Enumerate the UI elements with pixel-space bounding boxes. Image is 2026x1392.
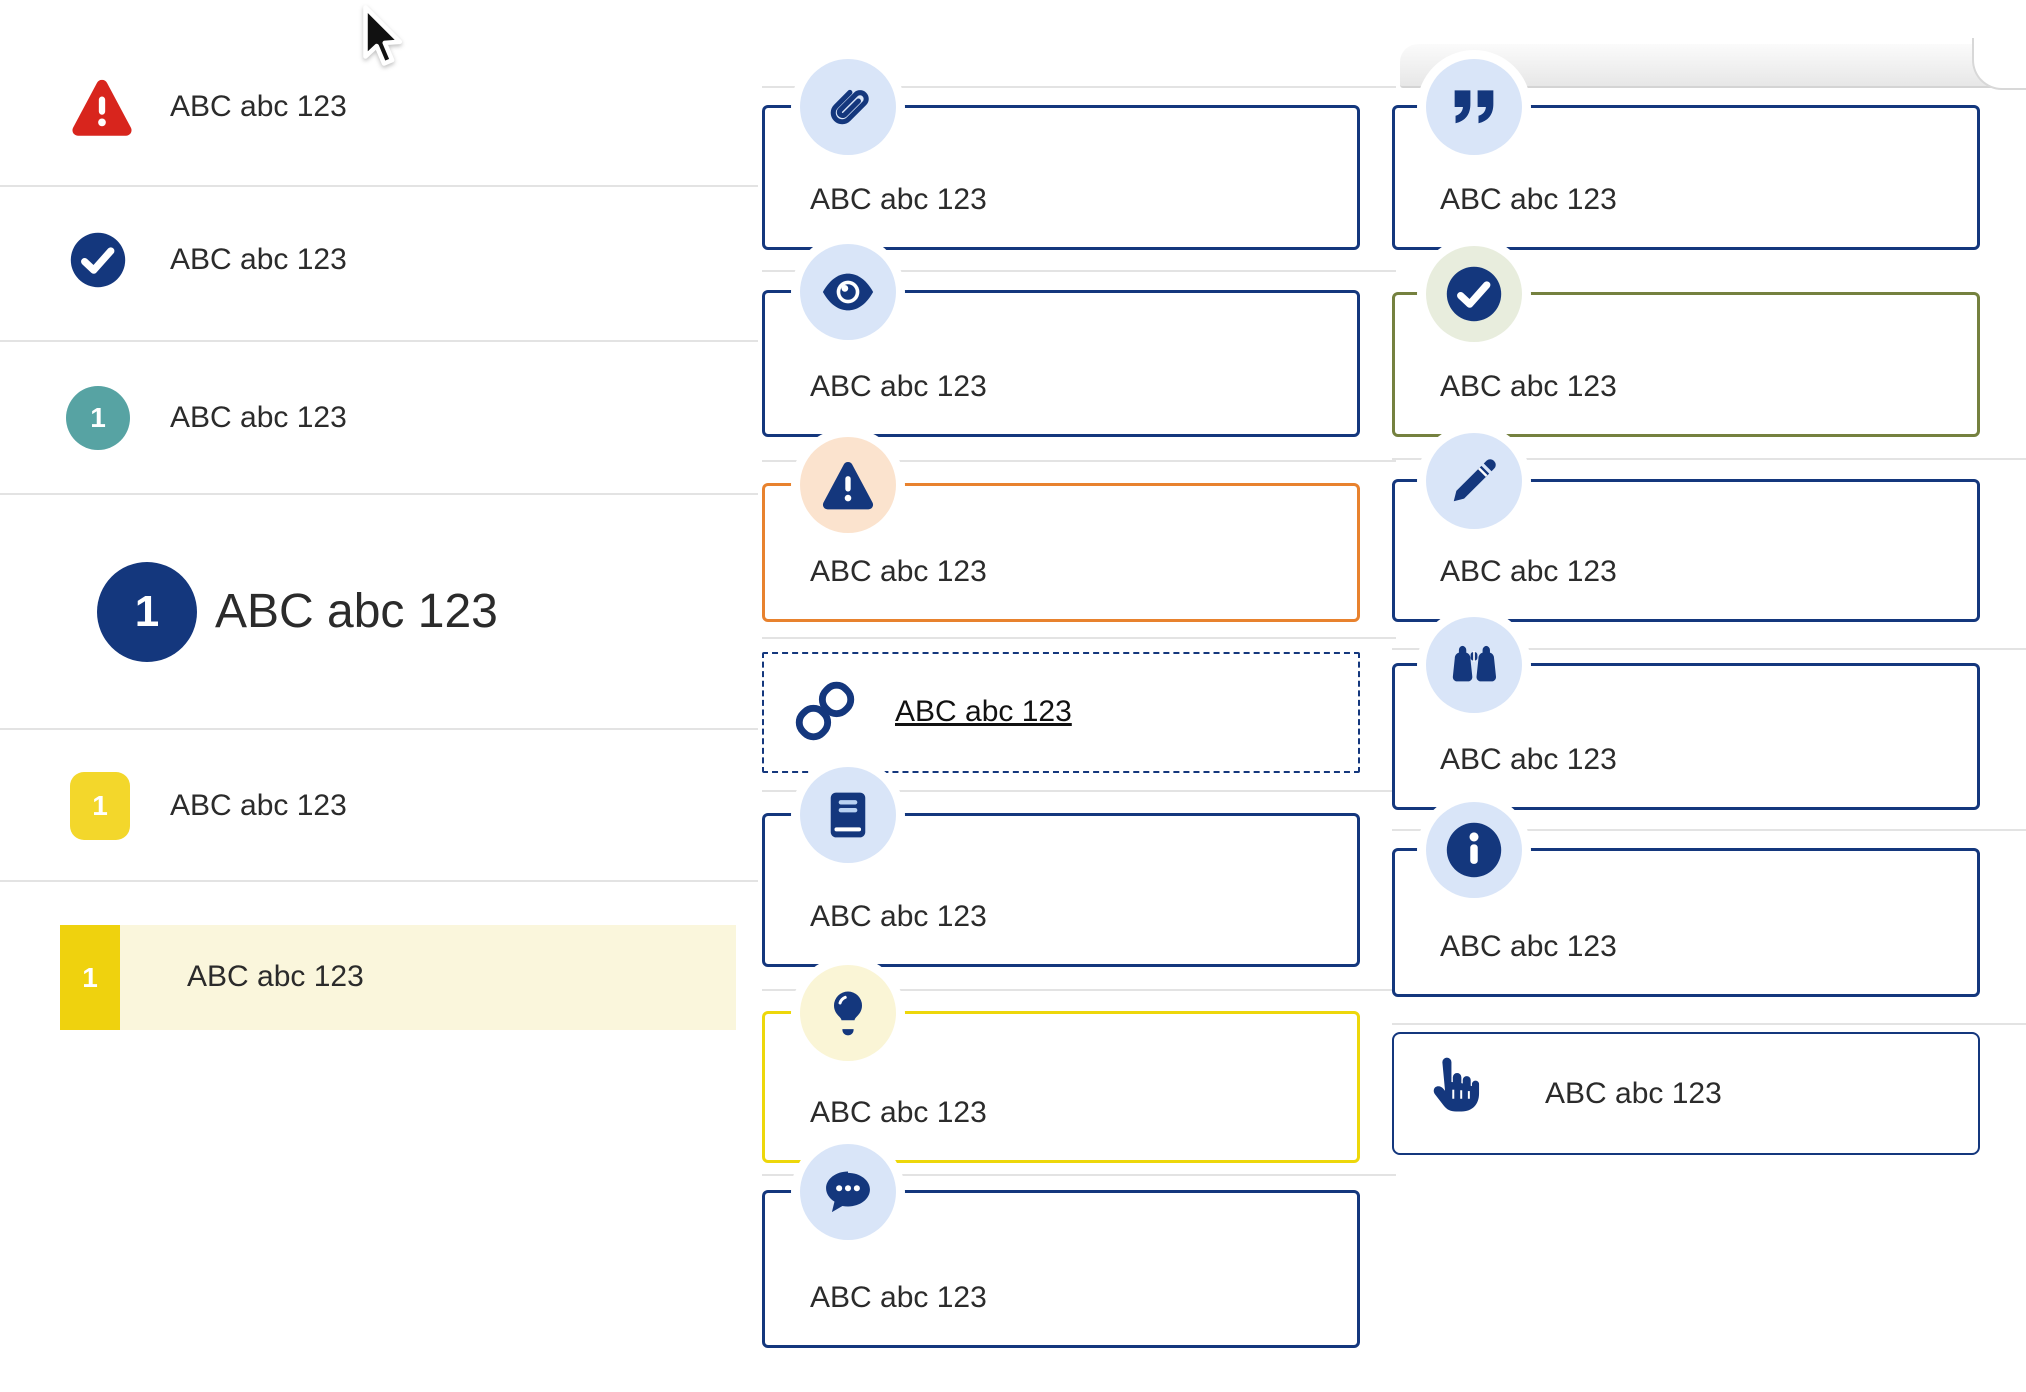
mouse-cursor [358,4,408,74]
chat-glyph [820,1164,876,1220]
pencil-glyph [1447,454,1501,508]
teal-number-circle: 1 [66,386,130,450]
link-icon [792,678,858,744]
yellow-number-bar: 1 [60,925,120,1030]
card-label: ABC abc 123 [1545,1077,1722,1110]
list-item-label: ABC abc 123 [215,585,498,638]
card-label: ABC abc 123 [1440,743,1617,776]
column-divider [762,989,1396,991]
card-label: ABC abc 123 [810,1096,987,1129]
column-divider [1392,1023,2026,1025]
step-number: 1 [90,402,106,433]
chat-icon [800,1144,896,1240]
quote-icon [1426,59,1522,155]
card-label: ABC abc 123 [810,370,987,403]
yellow-number-square: 1 [70,772,130,840]
column-divider [1392,648,2026,650]
hand-pointer-icon [1418,1052,1486,1120]
warning-triangle-icon [800,437,896,533]
column-divider [762,637,1396,639]
lightbulb-icon [800,965,896,1061]
list-divider [0,493,758,495]
step-number: 1 [134,587,160,636]
info-glyph [1442,818,1506,882]
list-item-label: ABC abc 123 [170,90,347,123]
card-label: ABC abc 123 [1440,370,1617,403]
binoculars-glyph [1445,636,1503,694]
list-divider [0,728,758,730]
column-divider [762,790,1396,792]
column-divider [1392,458,2026,460]
card-label: ABC abc 123 [810,1281,987,1314]
step-number: 1 [92,790,108,821]
column-divider [762,1174,1396,1176]
check-circle-icon [66,228,130,292]
card-label: ABC abc 123 [1440,930,1617,963]
binoculars-icon [1426,617,1522,713]
list-divider [0,185,758,187]
paperclip-glyph [819,78,877,136]
card-label: ABC abc 123 [810,183,987,216]
lightbulb-glyph [820,985,876,1041]
card-label: ABC abc 123 [1440,555,1617,588]
sheet-corner-notch [1972,38,2026,90]
book-glyph [820,787,876,843]
step-number: 1 [82,961,98,993]
warning-glyph [820,457,876,513]
book-icon [800,767,896,863]
list-item-label: ABC abc 123 [170,401,347,434]
list-divider [0,880,758,882]
card-label: ABC abc 123 [810,555,987,588]
check-glyph [1442,262,1506,326]
column-divider [762,270,1396,272]
card-label: ABC abc 123 [810,900,987,933]
eye-icon [800,244,896,340]
list-item-label: ABC abc 123 [187,960,364,993]
card-link[interactable]: ABC abc 123 [895,695,1072,728]
card-label: ABC abc 123 [1440,183,1617,216]
callout-card-link [762,652,1360,773]
eye-glyph [819,263,877,321]
list-item-label: ABC abc 123 [170,243,347,276]
check-circle-icon [1426,246,1522,342]
callout-card-pointer [1392,1032,1980,1155]
alert-triangle-icon [64,74,140,140]
info-icon [1426,802,1522,898]
pencil-icon [1426,433,1522,529]
column-divider [762,460,1396,462]
column-divider [1392,829,2026,831]
row-highlight [60,925,736,1030]
column-divider [762,86,1396,88]
large-navy-number-circle: 1 [97,562,197,662]
quote-glyph [1447,80,1501,134]
paperclip-icon [800,59,896,155]
list-divider [0,340,758,342]
list-item-label: ABC abc 123 [170,789,347,822]
